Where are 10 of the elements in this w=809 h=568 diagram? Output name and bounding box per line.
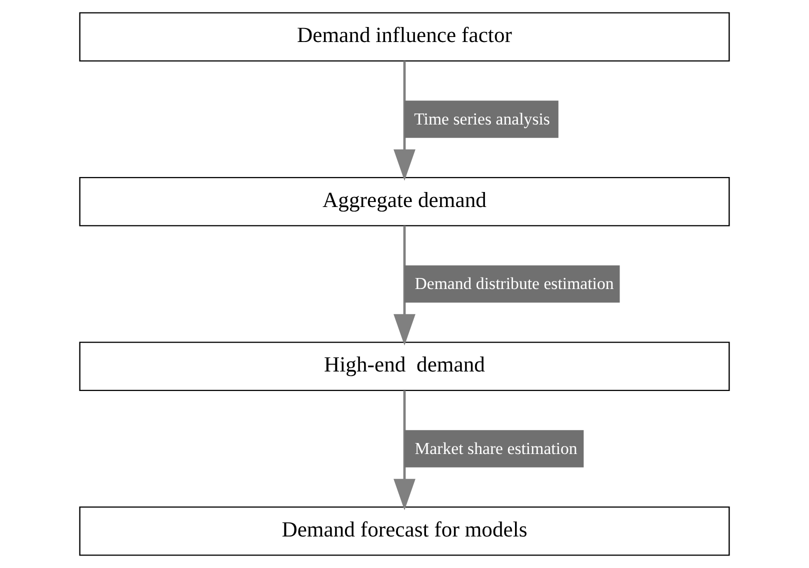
node-box: Demand influence factor: [79, 12, 730, 62]
edge-label: Demand distribute estimation: [414, 274, 614, 294]
node-box: Aggregate demand: [79, 176, 730, 226]
node-box: Demand forecast for models: [79, 506, 730, 556]
arrow: [394, 61, 416, 181]
edge-label: Market share estimation: [414, 438, 578, 458]
node-box: High-end demand: [79, 342, 730, 392]
arrow: [394, 390, 416, 510]
arrow: [394, 226, 416, 346]
edge-label: Time series analysis: [414, 109, 550, 128]
